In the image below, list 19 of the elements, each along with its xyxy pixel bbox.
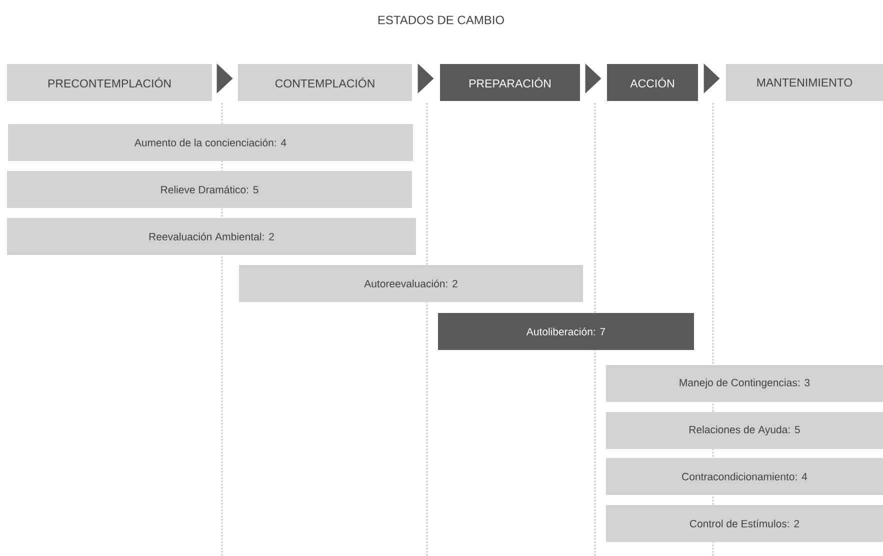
process-bar: Relieve Dramático: 5: [7, 170, 412, 208]
chevron-arrow: [216, 64, 233, 94]
process-bar: Manejo de Contingencias: 3: [606, 365, 883, 402]
stage-box: MANTENIMIENTO: [726, 64, 883, 101]
stage-box: PREPARACIÓN: [440, 64, 580, 101]
chevron-arrow: [418, 64, 434, 94]
process-bar: Aumento de la concienciación: 4: [8, 124, 413, 161]
process-bar: Autoliberación: 7: [438, 312, 694, 350]
stage-box: PRECONTEMPLACIÓN: [7, 64, 212, 101]
process-bar: Control de Estímulos: 2: [606, 504, 883, 542]
chevron-arrow: [704, 64, 720, 94]
process-bar: Contracondicionamiento: 4: [606, 458, 883, 495]
process-bar: Reevaluación Ambiental: 2: [7, 218, 416, 255]
stage-box: CONTEMPLACIÓN: [238, 64, 412, 101]
chevron-arrow: [585, 64, 602, 94]
process-bar: Autoreevaluación: 2: [239, 265, 583, 302]
stage-box: ACCIÓN: [607, 64, 698, 101]
process-bar: Relaciones de Ayuda: 5: [606, 412, 883, 449]
title: ESTADOS DE CAMBIO: [378, 16, 504, 24]
